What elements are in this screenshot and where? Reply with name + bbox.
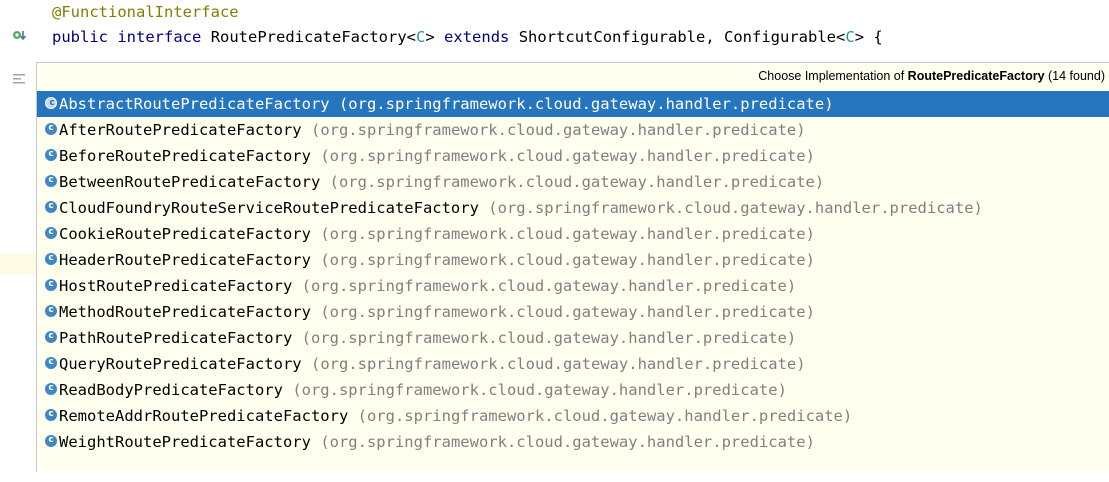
interface-name[interactable]: RoutePredicateFactory <box>210 28 407 46</box>
implementation-package: (org.springframework.cloud.gateway.handl… <box>310 121 806 139</box>
class-icon <box>45 434 57 447</box>
class-icon <box>45 174 57 187</box>
implementation-class-name: ReadBodyPredicateFactory <box>59 381 283 399</box>
class-icon <box>45 122 57 135</box>
class-icon <box>45 278 57 291</box>
implementation-class-name: HostRoutePredicateFactory <box>59 277 293 295</box>
open-brace: { <box>873 28 883 46</box>
implementation-item[interactable]: QueryRoutePredicateFactory (org.springfr… <box>37 351 1109 377</box>
implementation-package: (org.springframework.cloud.gateway.handl… <box>320 251 815 269</box>
keyword-interface: interface <box>117 28 202 46</box>
type-parameter: C <box>845 28 855 46</box>
type-bracket-close: > <box>425 28 435 46</box>
implementation-class-name: QueryRoutePredicateFactory <box>59 355 302 373</box>
implementation-class-name: BetweenRoutePredicateFactory <box>59 173 321 191</box>
implementation-item[interactable]: RemoteAddrRoutePredicateFactory (org.spr… <box>37 403 1109 429</box>
keyword-extends: extends <box>444 28 510 46</box>
implementation-item[interactable]: MethodRoutePredicateFactory (org.springf… <box>37 299 1109 325</box>
implementation-item[interactable]: BeforeRoutePredicateFactory (org.springf… <box>37 143 1109 169</box>
implementation-class-name: AfterRoutePredicateFactory <box>59 121 302 139</box>
editor-gutter <box>0 0 36 482</box>
class-icon <box>45 200 57 213</box>
implementation-list[interactable]: AbstractRoutePredicateFactory (org.sprin… <box>37 91 1109 455</box>
implementation-class-name: WeightRoutePredicateFactory <box>59 433 311 451</box>
implementation-class-name: CloudFoundryRouteServiceRoutePredicateFa… <box>59 199 479 217</box>
implementation-item[interactable]: HostRoutePredicateFactory (org.springfra… <box>37 273 1109 299</box>
class-icon <box>45 408 57 421</box>
implementation-item[interactable]: ReadBodyPredicateFactory (org.springfram… <box>37 377 1109 403</box>
implementation-package: (org.springframework.cloud.gateway.handl… <box>310 355 806 373</box>
choose-implementation-popup[interactable]: Choose Implementation of RoutePredicateF… <box>36 62 1109 472</box>
class-icon <box>45 356 57 369</box>
implementation-item[interactable]: AfterRoutePredicateFactory (org.springfr… <box>37 117 1109 143</box>
structure-icon[interactable] <box>10 70 28 88</box>
implementation-class-name: AbstractRoutePredicateFactory <box>59 95 330 113</box>
keyword-public: public <box>52 28 108 46</box>
implementation-package: (org.springframework.cloud.gateway.handl… <box>320 433 815 451</box>
type-bracket-open: < <box>836 28 846 46</box>
implementation-package: (org.springframework.cloud.gateway.handl… <box>292 381 787 399</box>
implementation-item[interactable]: PathRoutePredicateFactory (org.springfra… <box>37 325 1109 351</box>
implementation-class-name: BeforeRoutePredicateFactory <box>59 147 311 165</box>
implementation-item[interactable]: CookieRoutePredicateFactory (org.springf… <box>37 221 1109 247</box>
type-bracket-close: > <box>854 28 865 46</box>
abstract-class-icon <box>45 96 58 110</box>
implementation-package: (org.springframework.cloud.gateway.handl… <box>320 225 815 243</box>
implementation-package: (org.springframework.cloud.gateway.handl… <box>301 277 797 295</box>
popup-header-type: RoutePredicateFactory <box>907 69 1045 83</box>
implementation-item[interactable]: HeaderRoutePredicateFactory (org.springf… <box>37 247 1109 273</box>
class-icon <box>45 304 57 317</box>
implementation-item[interactable]: WeightRoutePredicateFactory (org.springf… <box>37 429 1109 455</box>
implementations-icon[interactable] <box>10 26 28 44</box>
implementation-package: (org.springframework.cloud.gateway.handl… <box>320 303 815 321</box>
type-parameter: C <box>416 28 426 46</box>
implementation-class-name: CookieRoutePredicateFactory <box>59 225 311 243</box>
class-icon <box>45 226 57 239</box>
class-icon <box>45 252 57 265</box>
implementation-class-name: PathRoutePredicateFactory <box>59 329 293 347</box>
implementation-package: (org.springframework.cloud.gateway.handl… <box>329 173 825 191</box>
gutter-line-highlight <box>0 253 36 275</box>
type-bracket-open: < <box>406 28 416 46</box>
implementation-class-name: HeaderRoutePredicateFactory <box>59 251 311 269</box>
implementation-item[interactable]: BetweenRoutePredicateFactory (org.spring… <box>37 169 1109 195</box>
class-icon <box>45 330 57 343</box>
popup-header: Choose Implementation of RoutePredicateF… <box>758 66 1105 86</box>
implementation-class-name: MethodRoutePredicateFactory <box>59 303 311 321</box>
super-interface-shortcut: ShortcutConfigurable, <box>518 28 715 46</box>
implementation-package: (org.springframework.cloud.gateway.handl… <box>338 95 834 113</box>
implementation-item[interactable]: AbstractRoutePredicateFactory (org.sprin… <box>37 91 1109 117</box>
class-icon <box>45 148 57 161</box>
code-line-interface-declaration: public interface RoutePredicateFactory<C… <box>52 27 883 47</box>
implementation-package: (org.springframework.cloud.gateway.handl… <box>357 407 853 425</box>
annotation-text: @FunctionalInterface <box>52 3 239 21</box>
implementation-class-name: RemoteAddrRoutePredicateFactory <box>59 407 349 425</box>
code-line-annotation: @FunctionalInterface <box>52 2 239 22</box>
class-icon <box>45 382 57 395</box>
super-interface-configurable: Configurable <box>724 28 836 46</box>
popup-header-count: (14 found) <box>1048 69 1105 83</box>
implementation-package: (org.springframework.cloud.gateway.handl… <box>301 329 797 347</box>
implementation-item[interactable]: CloudFoundryRouteServiceRoutePredicateFa… <box>37 195 1109 221</box>
implementation-package: (org.springframework.cloud.gateway.handl… <box>320 147 815 165</box>
implementation-package: (org.springframework.cloud.gateway.handl… <box>488 199 983 217</box>
popup-header-prefix: Choose Implementation of <box>758 69 905 83</box>
